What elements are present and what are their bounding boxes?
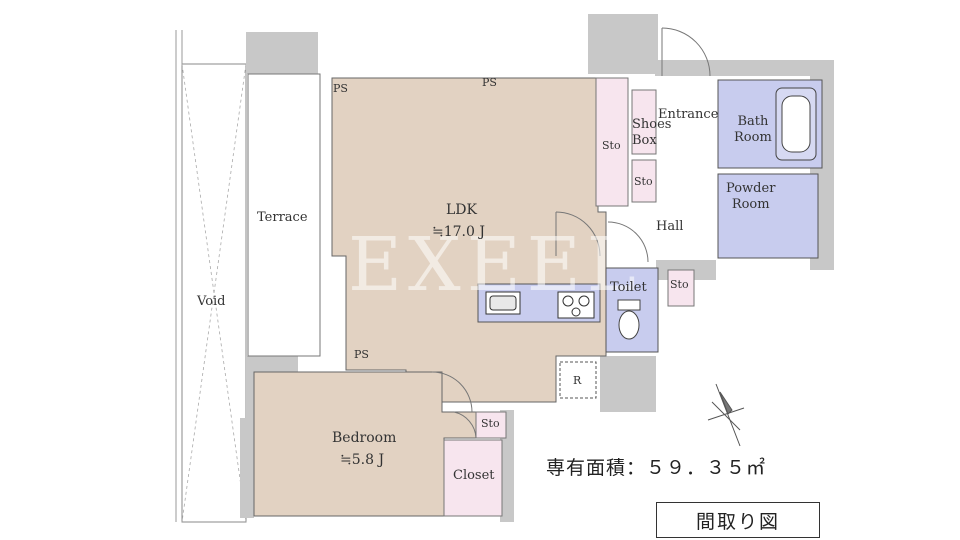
label-ldk-size: ≒17.0 J	[432, 224, 485, 240]
stove-icon	[557, 291, 595, 319]
terrace-area	[247, 73, 321, 357]
label-sto-toilet: Sto	[670, 278, 689, 291]
label-hall: Hall	[656, 219, 684, 234]
label-toilet: Toilet	[610, 280, 647, 295]
label-void: Void	[197, 294, 226, 309]
floor-plan-legend: 間取り図	[656, 502, 820, 538]
compass-icon	[707, 383, 745, 447]
label-ldk: LDK	[446, 202, 477, 218]
label-sto-ldk: Sto	[602, 139, 621, 152]
storage-rooms	[443, 77, 695, 517]
label-terrace: Terrace	[257, 210, 308, 225]
area-label: 専有面積：５９．３５㎡	[546, 457, 767, 479]
sink-icon	[485, 291, 521, 315]
label-closet: Closet	[453, 468, 495, 483]
label-bedroom: Bedroom	[332, 430, 397, 446]
bathtub-icon	[775, 87, 817, 161]
label-bedroom-size: ≒5.8 J	[340, 452, 385, 468]
door-swings	[431, 27, 711, 439]
refrigerator-space	[559, 361, 597, 399]
void-area	[175, 30, 247, 523]
label-ps-bottom: PS	[354, 348, 369, 361]
label-entrance: Entrance	[658, 107, 719, 122]
label-r: R	[573, 374, 582, 387]
label-sto-shoes: Sto	[634, 175, 653, 188]
label-ps-top: PS	[482, 76, 497, 89]
label-ps-left: PS	[333, 82, 348, 95]
label-sto-bedroom: Sto	[481, 417, 500, 430]
toilet-icon	[617, 299, 641, 340]
